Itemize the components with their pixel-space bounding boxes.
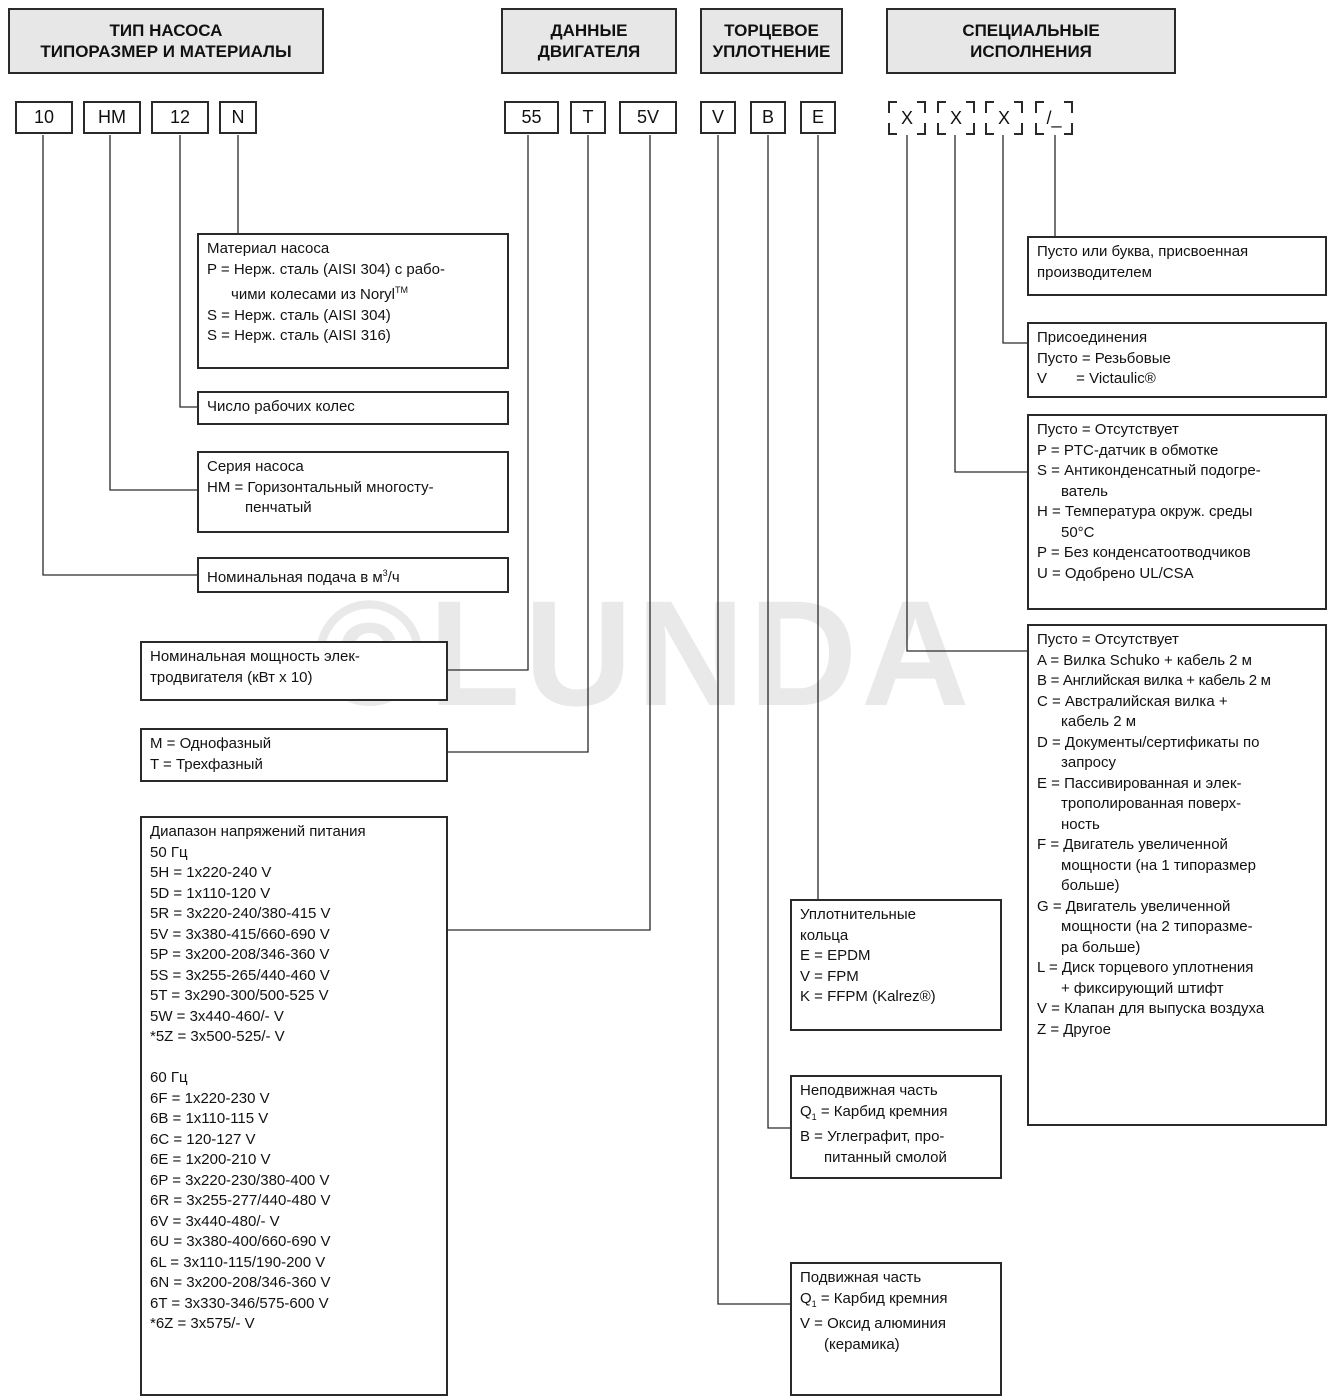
- voltage-line: 6P = 3x220-230/380-400 V: [150, 1171, 330, 1189]
- nominal-flow-box: Номинальная подача в м3/ч: [197, 557, 509, 593]
- voltage-line: 6V = 3x440-480/- V: [150, 1212, 280, 1230]
- voltage-line: Диапазон напряжений питания: [150, 823, 366, 840]
- header-motor-data: ДАННЫЕ ДВИГАТЕЛЯ: [501, 8, 677, 74]
- code-box-e: E: [800, 101, 836, 134]
- voltage-line: 6E = 1x200-210 V: [150, 1151, 271, 1168]
- voltage-line: *5Z = 3x500-525/- V: [150, 1028, 285, 1045]
- voltage-line: 5S = 3x255-265/440-460 V: [150, 966, 330, 984]
- impeller-count-box: Число рабочих колес: [197, 391, 509, 425]
- voltage-range-box: Диапазон напряжений питания 50 Гц 5H = 1x2…: [140, 816, 448, 1396]
- pump-material-box: Материал насоса P = Нерж. сталь (AISI 30…: [197, 233, 509, 369]
- voltage-line: [150, 1048, 438, 1069]
- code-box-n: N: [219, 101, 257, 134]
- voltage-line: 6U = 3x380-400/660-690 V: [150, 1233, 331, 1250]
- optional-code-box-2: X: [937, 101, 975, 135]
- voltage-line: 6B = 1x110-115 V: [150, 1110, 269, 1127]
- voltage-line: 5H = 1x220-240 V: [150, 864, 272, 881]
- rotating-part-box: Подвижная часть Q1 = Карбид кремния V = …: [790, 1262, 1002, 1396]
- code-box-12: 12: [151, 101, 209, 134]
- optional-code-box-1: X: [888, 101, 926, 135]
- voltage-list: Диапазон напряжений питания 50 Гц 5H = 1x2…: [150, 822, 438, 1335]
- pump-series-box: Серия насоса HM = Горизонтальный многост…: [197, 451, 509, 533]
- optional-code-box-4: /_: [1035, 101, 1073, 135]
- code-box-b: B: [750, 101, 786, 134]
- connections-box: Присоединения Пусто = Резьбовые V = Vict…: [1027, 322, 1327, 398]
- voltage-line: 6R = 3x255-277/440-480 V: [150, 1192, 331, 1209]
- motor-options-box: Пусто = Отсутствует P = PTC-датчик в обм…: [1027, 414, 1327, 610]
- manufacturer-letter-box: Пусто или буква, присвоенная производите…: [1027, 236, 1327, 296]
- voltage-line: 6T = 3x330-346/575-600 V: [150, 1294, 329, 1312]
- voltage-line: 5T = 3x290-300/500-525 V: [150, 987, 329, 1004]
- code-box-10: 10: [15, 101, 73, 134]
- code-box-5v: 5V: [619, 101, 677, 134]
- voltage-line: 5D = 1x110-120 V: [150, 884, 271, 902]
- voltage-line: 5V = 3x380-415/660-690 V: [150, 925, 330, 943]
- other-options-box: Пусто = Отсутствует A = Вилка Schuko + к…: [1027, 624, 1327, 1126]
- voltage-line: 5R = 3x220-240/380-415 V: [150, 905, 331, 922]
- voltage-line: 6C = 120-127 V: [150, 1130, 256, 1148]
- header-special-versions: СПЕЦИАЛЬНЫЕ ИСПОЛНЕНИЯ: [886, 8, 1176, 74]
- code-box-v: V: [700, 101, 736, 134]
- voltage-line: 6F = 1x220-230 V: [150, 1089, 270, 1107]
- voltage-line: 60 Гц: [150, 1069, 188, 1086]
- header-pump-type: ТИП НАСОСА ТИПОРАЗМЕР И МАТЕРИАЛЫ: [8, 8, 324, 74]
- motor-phase-box: M = Однофазный T = Трехфазный: [140, 728, 448, 782]
- voltage-line: 6L = 3x110-115/190-200 V: [150, 1253, 326, 1271]
- voltage-line: 5W = 3x440-460/- V: [150, 1007, 284, 1025]
- o-rings-box: Уплотнительные кольца E = EPDM V = FPM K…: [790, 899, 1002, 1031]
- stationary-part-box: Неподвижная часть Q1 = Карбид кремния B …: [790, 1075, 1002, 1179]
- code-box-t: T: [570, 101, 606, 134]
- voltage-line: *6Z = 3x575/- V: [150, 1315, 255, 1332]
- code-box-hm: HM: [83, 101, 141, 134]
- voltage-line: 6N = 3x200-208/346-360 V: [150, 1274, 331, 1291]
- optional-code-box-3: X: [985, 101, 1023, 135]
- code-box-55: 55: [504, 101, 559, 134]
- voltage-line: 5P = 3x200-208/346-360 V: [150, 946, 330, 963]
- motor-power-box: Номинальная мощность элек- тродвигателя …: [140, 641, 448, 701]
- voltage-line: 50 Гц: [150, 843, 188, 861]
- header-mechanical-seal: ТОРЦЕВОЕ УПЛОТНЕНИЕ: [700, 8, 843, 74]
